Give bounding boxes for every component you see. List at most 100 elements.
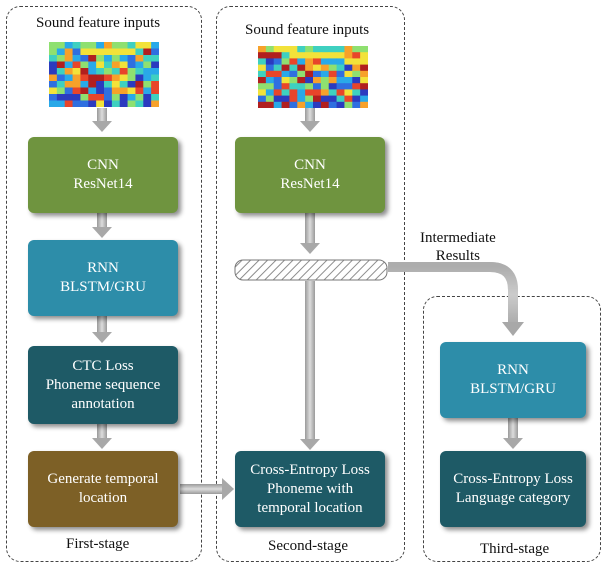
heatmap-cell: [360, 83, 369, 90]
heatmap-cell: [297, 95, 306, 103]
heatmap-cell: [352, 77, 361, 84]
heatmap-cell: [127, 42, 136, 49]
heatmap-cell: [127, 100, 136, 108]
heatmap-cell: [80, 68, 89, 75]
heatmap-cell: [258, 95, 267, 103]
heatmap-cell: [111, 48, 121, 56]
heatmap-cell: [313, 58, 322, 66]
heatmap-cell: [64, 100, 74, 108]
heatmap-cell: [151, 87, 160, 95]
heatmap-cell: [289, 58, 298, 66]
heatmap-cell: [344, 83, 353, 90]
heatmap-cell: [49, 81, 58, 88]
heatmap-cell: [344, 95, 353, 103]
heatmap-cell: [289, 52, 298, 59]
heatmap-cell: [56, 74, 66, 82]
heatmap-cell: [127, 55, 136, 62]
heatmap-cell: [119, 61, 129, 69]
heatmap-cell: [151, 48, 160, 56]
heatmap-cell: [281, 77, 290, 84]
heatmap-cell: [135, 42, 144, 49]
heatmap-cell: [265, 46, 275, 53]
heatmap-cell: [111, 94, 121, 101]
heatmap-cell: [258, 64, 267, 72]
heatmap-cell: [305, 64, 314, 72]
heatmap-cell: [127, 61, 136, 69]
heatmap-cell: [111, 81, 121, 88]
heatmap-cell: [104, 94, 113, 101]
heatmap-cell: [88, 48, 97, 56]
heatmap-cell: [80, 48, 89, 56]
heatmap-cell: [80, 87, 89, 95]
heatmap-cell: [80, 100, 89, 108]
heatmap-cell: [313, 101, 322, 109]
heatmap-cell: [305, 77, 314, 84]
heatmap-cell: [328, 77, 338, 84]
heatmap-cell: [273, 52, 283, 59]
heatmap-cell: [281, 46, 290, 53]
heatmap-cell: [143, 74, 152, 82]
heatmap-cell: [297, 77, 306, 84]
heatmap-cell: [305, 89, 314, 97]
heatmap-cell: [273, 95, 283, 103]
heatmap-cell: [336, 58, 345, 66]
second-stage-caption: Second-stage: [268, 538, 348, 554]
heatmap-cell: [111, 61, 121, 69]
block-line: BLSTM/GRU: [60, 279, 146, 295]
block-line: Language category: [455, 490, 571, 506]
heatmap-cell: [119, 48, 129, 56]
heatmap-cell: [305, 101, 314, 109]
heatmap-cell: [328, 89, 338, 97]
heatmap-cell: [360, 77, 369, 84]
heatmap-cell: [64, 94, 74, 101]
block-line: temporal location: [257, 499, 363, 516]
heatmap-cell: [289, 101, 298, 109]
heatmap-cell: [80, 74, 89, 82]
heatmap-cell: [56, 87, 66, 95]
heatmap-cell: [49, 48, 58, 56]
heatmap-cell: [344, 77, 353, 84]
heatmap-cell: [127, 81, 136, 88]
heatmap-cell: [344, 58, 353, 66]
heatmap-cell: [336, 52, 345, 59]
heatmap-cell: [96, 81, 105, 88]
heatmap-cell: [143, 94, 152, 101]
heatmap-cell: [360, 64, 369, 72]
heatmap-cell: [135, 87, 144, 95]
heatmap-cell: [49, 74, 58, 82]
heatmap-cell: [143, 100, 152, 108]
heatmap-cell: [328, 46, 338, 53]
cnn-resnet14-block: CNN ResNet14: [235, 137, 385, 213]
heatmap-cell: [336, 46, 345, 53]
heatmap-cell: [143, 48, 152, 56]
heatmap-cell: [297, 58, 306, 66]
heatmap-cell: [64, 42, 74, 49]
heatmap-cell: [320, 95, 330, 103]
heatmap-cell: [64, 55, 74, 62]
heatmap-cell: [265, 83, 275, 90]
heatmap-cell: [289, 95, 298, 103]
heatmap-cell: [64, 61, 74, 69]
heatmap-cell: [56, 42, 66, 49]
heatmap-cell: [72, 81, 81, 88]
heatmap-cell: [104, 74, 113, 82]
heatmap-cell: [344, 52, 353, 59]
heatmap-cell: [352, 101, 361, 109]
heatmap-cell: [352, 95, 361, 103]
heatmap-cell: [265, 70, 275, 78]
heatmap-cell: [143, 55, 152, 62]
heatmap-cell: [119, 42, 129, 49]
heatmap-cell: [289, 77, 298, 84]
heatmap-cell: [258, 101, 267, 109]
heatmap-cell: [143, 87, 152, 95]
block-line: BLSTM/GRU: [470, 381, 556, 397]
heatmap-cell: [96, 42, 105, 49]
heatmap-cell: [297, 70, 306, 78]
heatmap-cell: [328, 64, 338, 72]
heatmap-cell: [96, 48, 105, 56]
heatmap-cell: [127, 94, 136, 101]
heatmap-cell: [265, 101, 275, 109]
intermediate-feature-bar: [234, 259, 388, 281]
cnn-resnet14-block: CNN ResNet14: [28, 137, 178, 213]
heatmap-cell: [56, 100, 66, 108]
